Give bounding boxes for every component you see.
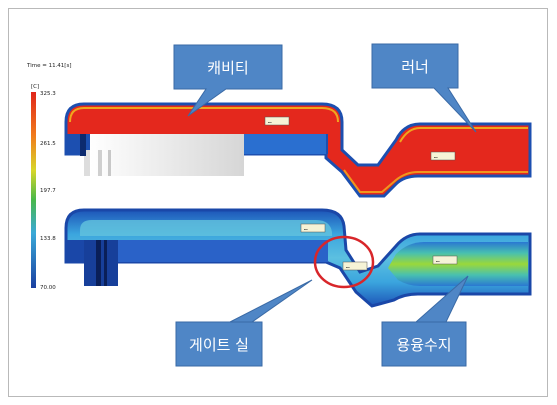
top-tag-1 — [264, 116, 290, 126]
bottom-tag-3 — [432, 255, 458, 265]
colorbar-tick-4: 133.8 — [40, 236, 56, 242]
gate-seal-circle — [313, 235, 375, 289]
svg-text:…: … — [436, 257, 440, 264]
colorbar-tick-3: 197.7 — [40, 188, 56, 194]
callout-cavity: 캐비티 — [173, 44, 283, 117]
callout-molten-resin-label: 용융수지 — [396, 336, 451, 354]
colorbar-unit: [C] — [31, 84, 39, 90]
callout-gate-seal: 게이트 실 — [175, 279, 313, 367]
callout-runner-label: 러너 — [401, 58, 429, 76]
callout-cavity-label: 캐비티 — [207, 59, 248, 77]
bottom-tag-2 — [342, 261, 368, 271]
svg-text:…: … — [304, 225, 308, 232]
colorbar — [31, 92, 36, 288]
callout-runner: 러너 — [371, 43, 477, 133]
svg-text:…: … — [346, 263, 350, 270]
bottom-tag-1 — [300, 223, 326, 233]
top-tag-2 — [430, 151, 456, 161]
colorbar-tick-1: 325.3 — [40, 91, 56, 97]
svg-text:…: … — [434, 153, 438, 160]
svg-text:…: … — [268, 118, 272, 125]
callout-molten-resin: 용융수지 — [381, 275, 469, 367]
callout-gate-seal-label: 게이트 실 — [189, 336, 249, 354]
colorbar-tick-2: 261.5 — [40, 141, 56, 147]
bottom-part: … … … — [64, 208, 532, 308]
colorbar-tick-5: 70.00 — [40, 285, 56, 291]
molten-resin-core — [388, 242, 528, 286]
top-faded-region — [90, 134, 244, 176]
time-label: Time = 11.41[s] — [26, 63, 71, 69]
top-part: … … — [64, 102, 532, 198]
